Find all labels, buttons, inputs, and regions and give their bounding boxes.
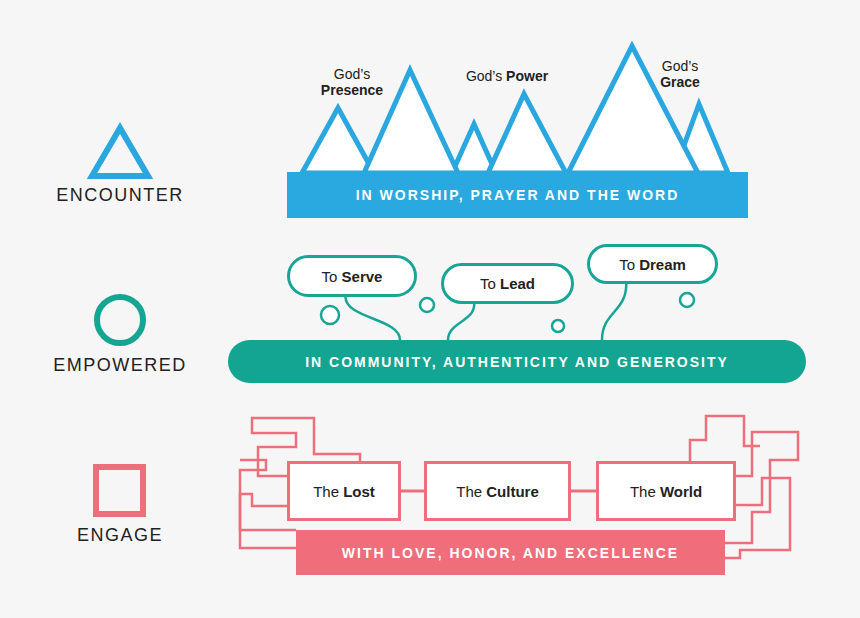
speech-bubble: To Lead [441, 263, 574, 304]
node-text: To Serve [322, 268, 383, 285]
square-icon [96, 467, 143, 514]
node-text: The World [630, 483, 702, 500]
triangle-icon [92, 128, 148, 176]
text-part: Power [506, 68, 548, 84]
text-space [635, 256, 639, 273]
dot [680, 293, 694, 307]
dot [420, 298, 434, 312]
text-space [496, 275, 500, 292]
text-part: World [660, 483, 702, 500]
text-part: Grace [660, 74, 700, 90]
process-box: The Culture [424, 461, 571, 521]
speech-bubble: To Serve [287, 255, 417, 297]
connector [602, 284, 626, 340]
section-label: EMPOWERED [53, 355, 187, 376]
speech-bubble: To Dream [587, 244, 718, 284]
band: WITH LOVE, HONOR, AND EXCELLENCE [296, 530, 725, 575]
dot [321, 306, 339, 324]
section-label: ENGAGE [77, 525, 163, 546]
mountain-label: God’s Power [466, 68, 548, 84]
text-space [482, 483, 486, 500]
text-part: Presence [321, 82, 383, 98]
connector [571, 490, 596, 493]
node-text: The Culture [456, 483, 539, 500]
connector [401, 490, 424, 493]
node-text: IN COMMUNITY, AUTHENTICITY AND GENEROSIT… [305, 354, 729, 370]
node-text: The Lost [313, 483, 375, 500]
node-text: To Lead [480, 275, 535, 292]
circle-icon [97, 297, 143, 343]
text-part: God’s [660, 58, 700, 74]
text-space [337, 268, 341, 285]
text-part: Culture [486, 483, 539, 500]
text-part: The [313, 483, 339, 500]
node-text: WITH LOVE, HONOR, AND EXCELLENCE [342, 545, 679, 561]
text-part: To [322, 268, 338, 285]
band: IN COMMUNITY, AUTHENTICITY AND GENEROSIT… [228, 340, 806, 383]
mountains [302, 46, 728, 173]
text-part: Lost [343, 483, 375, 500]
connector [346, 297, 401, 340]
section-label: ENCOUNTER [56, 185, 184, 206]
text-space [656, 483, 660, 500]
text-part: Lead [500, 275, 535, 292]
mountain [488, 94, 566, 173]
text-part: God’s [321, 66, 383, 82]
text-space [502, 68, 506, 84]
text-part: Serve [342, 268, 383, 285]
text-part: To [619, 256, 635, 273]
node-text: IN WORSHIP, PRAYER AND THE WORD [356, 187, 680, 203]
mountain [302, 108, 374, 173]
dot [552, 320, 564, 332]
text-space [339, 483, 343, 500]
band: IN WORSHIP, PRAYER AND THE WORD [287, 172, 748, 218]
process-box: The Lost [287, 461, 401, 521]
text-part: The [456, 483, 482, 500]
process-box: The World [596, 461, 736, 521]
mountain-label: God’s Grace [660, 58, 700, 90]
text-part: The [630, 483, 656, 500]
text-part: Dream [639, 256, 686, 273]
mountain-label: God’s Presence [321, 66, 383, 98]
node-text: To Dream [619, 256, 686, 273]
text-part: To [480, 275, 496, 292]
connector [448, 304, 474, 340]
circuit-line [690, 416, 760, 461]
text-part: God’s [466, 68, 502, 84]
